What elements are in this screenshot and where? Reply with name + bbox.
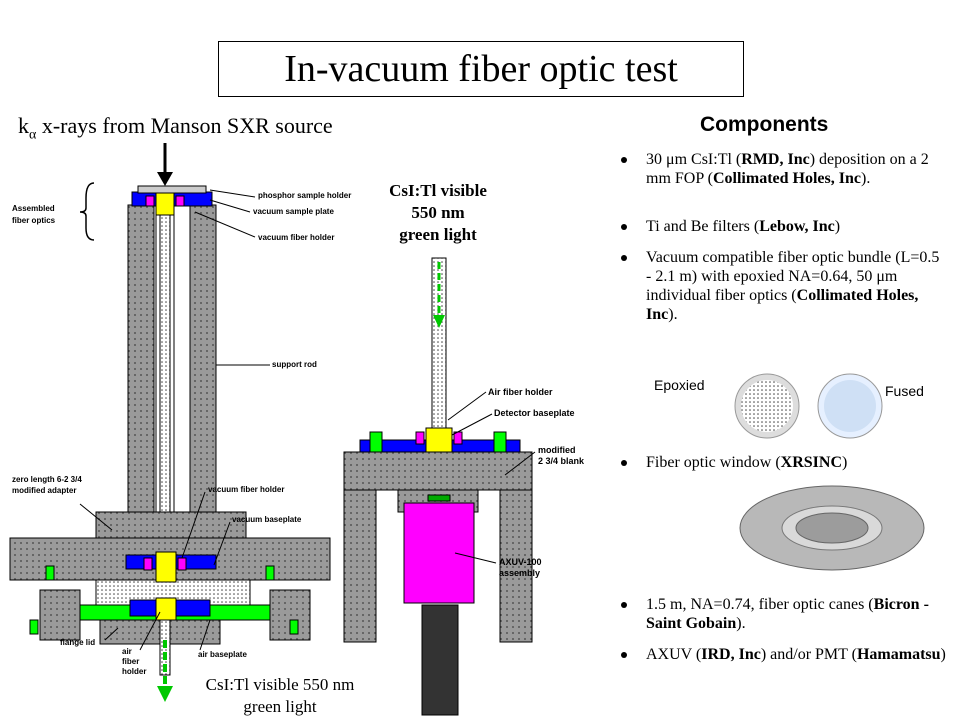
components-heading: Components bbox=[700, 113, 829, 136]
xray-source-label: kα x-rays from Manson SXR source bbox=[18, 113, 333, 143]
component-text-part: 1.5 m, NA=0.74, fiber optic canes ( bbox=[646, 596, 874, 613]
vacuum-fiber-holder-top-label: vacuum fiber holder bbox=[258, 233, 335, 242]
modified-adapter-label: modified adapter bbox=[12, 486, 77, 495]
phosphor-sample-holder-label: phosphor sample holder bbox=[258, 191, 352, 200]
component-item: Ti and Be filters (Lebow, Inc) bbox=[646, 217, 946, 236]
component-text-part: AXUV ( bbox=[646, 646, 702, 663]
epoxied-label: Epoxied bbox=[654, 377, 705, 393]
alpha-symbol: α bbox=[29, 127, 37, 143]
component-text-part: Collimated Holes, Inc bbox=[646, 287, 919, 323]
left-assembly bbox=[9, 185, 331, 702]
bottom-caption-line-2: green light bbox=[243, 697, 317, 716]
component-text-part: m CsI:Tl ( bbox=[674, 151, 742, 168]
right-caption-line-2: 550 nm bbox=[411, 203, 465, 222]
flange-lid-label: flange lid bbox=[60, 638, 96, 647]
support-rod-label: support rod bbox=[272, 360, 317, 369]
component-text-part: Vacuum compatible fiber optic bundle (L=… bbox=[646, 249, 940, 285]
right-leaders bbox=[447, 391, 536, 564]
vacuum-baseplate-label: vacuum baseplate bbox=[232, 515, 302, 524]
component-text-part: Bicron - Saint Gobain bbox=[646, 596, 929, 632]
component-text-part: Lebow, Inc bbox=[759, 218, 835, 235]
component-text-part: Ti and Be filters ( bbox=[646, 218, 760, 235]
bullet-dots bbox=[621, 157, 627, 658]
component-text-part: Hamamatsu bbox=[856, 646, 941, 663]
vacuum-sample-plate-label: vacuum sample plate bbox=[253, 207, 334, 216]
blank-label: 2 3/4 blank bbox=[538, 456, 585, 466]
fiber-bundle-images bbox=[734, 373, 883, 439]
component-item: 30 μm CsI:Tl (RMD, Inc) deposition on a … bbox=[646, 150, 946, 188]
component-text-part: IRD, Inc bbox=[701, 646, 761, 663]
component-item: Vacuum compatible fiber optic bundle (L=… bbox=[646, 248, 946, 324]
right-caption-line-3: green light bbox=[399, 225, 477, 244]
modified-label: modified bbox=[538, 445, 576, 455]
bottom-caption: CsI:Tl visible 550 nm green light bbox=[180, 674, 380, 718]
left-leaders bbox=[79, 189, 270, 651]
assembled-label: Assembled bbox=[12, 204, 55, 213]
component-text-part: ). bbox=[860, 170, 871, 187]
air-fiber-holder-label-2: fiber bbox=[122, 657, 140, 666]
right-caption-line-1: CsI:Tl visible bbox=[389, 181, 487, 200]
component-text-part: ) bbox=[940, 646, 946, 663]
component-text-part: 30 bbox=[646, 151, 666, 168]
xray-arrow bbox=[157, 143, 173, 186]
source-text: x-rays from Manson SXR source bbox=[36, 113, 333, 138]
assembled-bracket bbox=[79, 182, 95, 241]
zero-length-label: zero length 6-2 3/4 bbox=[12, 475, 82, 484]
assembly-label: assembly bbox=[499, 568, 541, 578]
component-text-part: ) deposition on a 2 mm FOP ( bbox=[646, 151, 929, 187]
component-item: Fiber optic window (XRSINC) bbox=[646, 453, 946, 472]
air-baseplate-label: air baseplate bbox=[198, 650, 247, 659]
component-text-part: μ bbox=[876, 268, 885, 285]
component-text-part: ) and/or PMT ( bbox=[760, 646, 857, 663]
bottom-caption-line-1: CsI:Tl visible 550 nm bbox=[205, 675, 355, 694]
component-text-part: ) bbox=[842, 454, 848, 471]
component-text-part: Collimated Holes, Inc bbox=[712, 170, 861, 187]
right-caption: CsI:Tl visible 550 nm green light bbox=[372, 180, 504, 246]
axuv-label: AXUV-100 bbox=[499, 557, 542, 567]
fiber-optics-label: fiber optics bbox=[12, 216, 56, 225]
component-text-part: ). bbox=[668, 306, 678, 323]
component-text-part: RMD, Inc bbox=[741, 151, 810, 168]
component-text-part: μ bbox=[666, 151, 675, 168]
component-text-part: ). bbox=[736, 615, 746, 632]
detector-baseplate-label: Detector baseplate bbox=[494, 408, 575, 418]
component-text-part: m individual fiber optics ( bbox=[646, 268, 898, 304]
title-text: In-vacuum fiber optic test bbox=[284, 48, 678, 90]
source-prefix: k bbox=[18, 113, 29, 138]
air-fiber-holder-label: Air fiber holder bbox=[488, 387, 553, 397]
fused-label: Fused bbox=[885, 383, 924, 399]
air-fiber-holder-label-3: holder bbox=[122, 667, 147, 676]
vacuum-fiber-holder-mid-label: vacuum fiber holder bbox=[208, 485, 285, 494]
component-text-part: Fiber optic window ( bbox=[646, 454, 781, 471]
component-text-part: XRSINC bbox=[780, 454, 842, 471]
fiber-optic-window-image bbox=[739, 485, 925, 571]
air-fiber-holder-label-1: air bbox=[122, 647, 132, 656]
page-title: In-vacuum fiber optic test bbox=[218, 41, 744, 97]
component-item: AXUV (IRD, Inc) and/or PMT (Hamamatsu) bbox=[646, 645, 946, 664]
component-text-part: ) bbox=[834, 218, 841, 235]
right-assembly bbox=[343, 257, 533, 716]
component-item: 1.5 m, NA=0.74, fiber optic canes (Bicro… bbox=[646, 595, 946, 633]
